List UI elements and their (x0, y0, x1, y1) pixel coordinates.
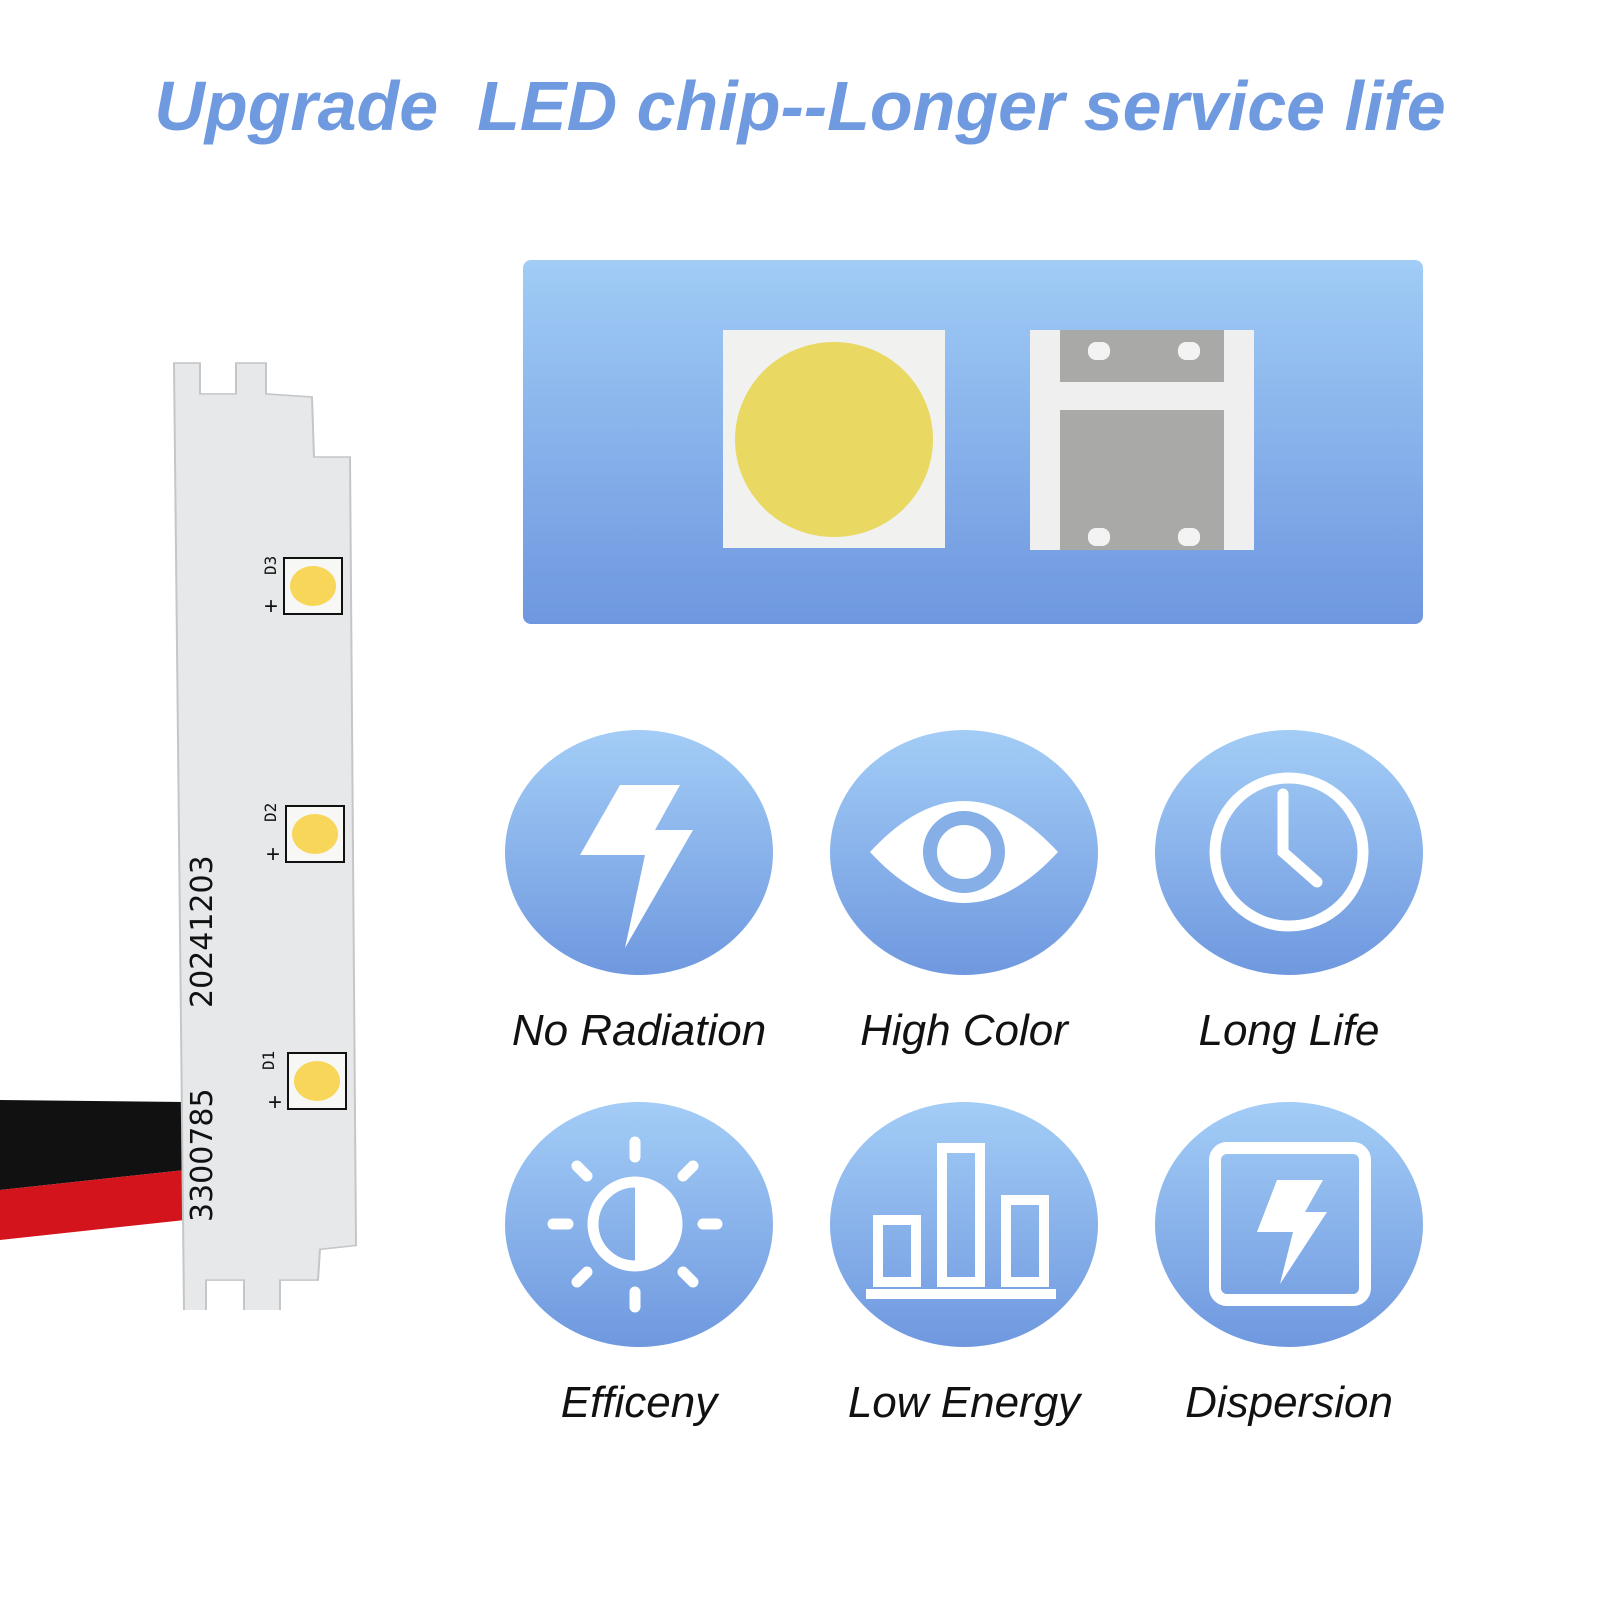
feature-efficiency: Efficeny (505, 1102, 773, 1427)
feature-label: Efficeny (560, 1378, 718, 1427)
led-chip-front (723, 330, 945, 548)
led-strip-pcb-image: D3 D2 D1 + + + 20241203 3300785 (0, 362, 358, 1310)
led-d1 (287, 1052, 347, 1110)
headline: Upgrade LED chip--Longer service life (154, 67, 1446, 145)
feature-label: High Color (860, 1006, 1068, 1055)
feature-label: Low Energy (847, 1378, 1081, 1427)
led-label-d1: D1 (259, 1051, 278, 1070)
bar-chart-icon (866, 1143, 1056, 1299)
led-label-d2: D2 (261, 803, 280, 822)
feature-label: No Radiation (511, 1006, 767, 1055)
clock-icon (1209, 772, 1369, 932)
lightning-icon (580, 785, 693, 948)
feature-long-life: Long Life (1155, 730, 1423, 1055)
led-chip-back (1030, 330, 1254, 550)
feature-low-energy: Low Energy (830, 1102, 1098, 1427)
date-code: 20241203 (185, 855, 220, 1008)
part-number: 3300785 (185, 1088, 220, 1222)
feature-high-color: High Color (830, 730, 1098, 1055)
polarity-mark: + (266, 841, 280, 868)
sun-icon (547, 1136, 723, 1313)
polarity-mark: + (268, 1089, 282, 1116)
led-d2 (285, 805, 345, 863)
eye-icon (870, 801, 1058, 903)
feature-no-radiation: No Radiation (505, 730, 773, 1055)
phosphor-area (735, 342, 933, 537)
led-label-d3: D3 (261, 556, 280, 575)
power-box-icon (1209, 1142, 1371, 1306)
led-chip-panel (523, 260, 1423, 624)
feature-label: Long Life (1198, 1006, 1380, 1055)
feature-dispersion: Dispersion (1155, 1102, 1423, 1427)
polarity-mark: + (264, 593, 278, 620)
feature-label: Dispersion (1185, 1378, 1393, 1427)
led-d3 (283, 557, 343, 615)
